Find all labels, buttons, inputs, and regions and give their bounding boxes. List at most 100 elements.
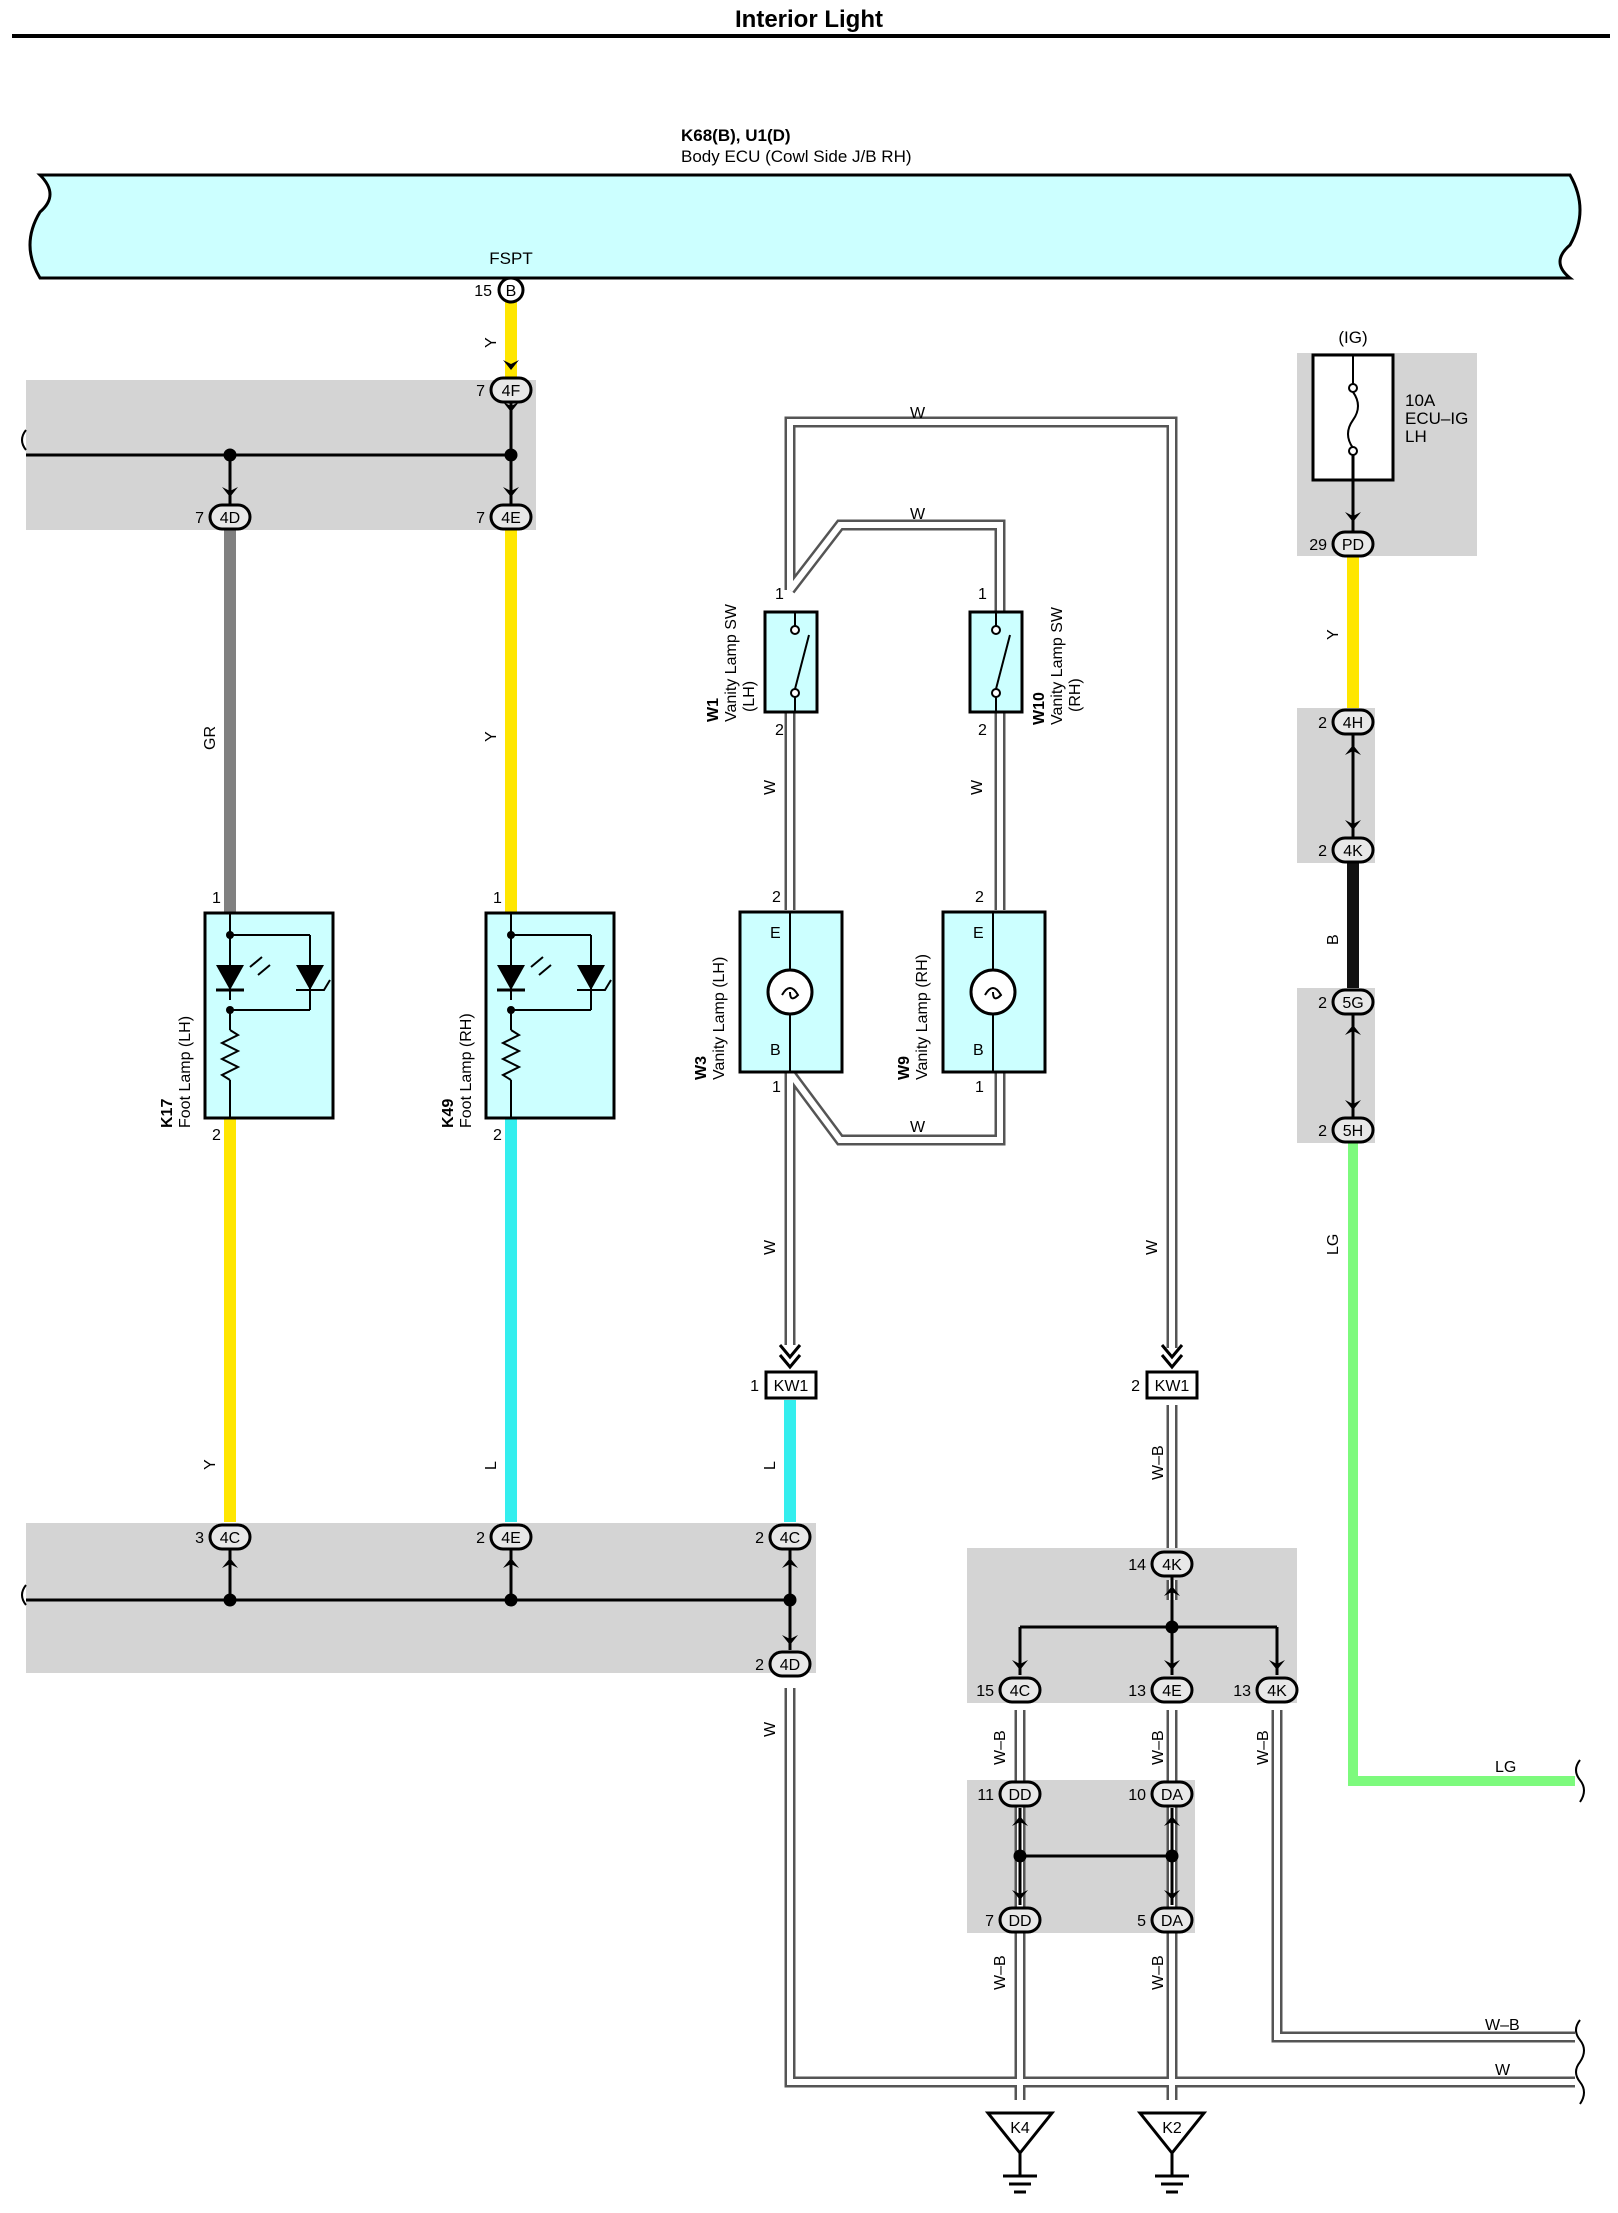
wire-label-y1: Y bbox=[483, 337, 500, 348]
connector-4e-13: 4E 13 bbox=[1128, 1676, 1194, 1704]
wire-label-w7: W bbox=[910, 506, 926, 523]
w10-side: (RH) bbox=[1067, 678, 1084, 712]
wire-label-wb6: W–B bbox=[1150, 1955, 1167, 1990]
connector-kw1-b-id: KW1 bbox=[1155, 1378, 1190, 1395]
connector-4e-top-id: 4E bbox=[501, 510, 521, 527]
wire-label-gr: GR bbox=[202, 726, 219, 750]
w10-pin1: 1 bbox=[978, 586, 987, 603]
connector-4e-13-id: 4E bbox=[1162, 1683, 1182, 1700]
w10-vanity-lamp-sw-rh: 1 2 W10 Vanity Lamp SW (RH) bbox=[968, 586, 1084, 739]
fuse-name1: ECU–IG bbox=[1405, 409, 1468, 428]
w1-side: (LH) bbox=[741, 681, 758, 712]
connector-da-10-pin: 10 bbox=[1128, 1787, 1146, 1804]
w9-code: W9 bbox=[896, 1056, 913, 1080]
connector-4d-b-id: 4D bbox=[780, 1657, 800, 1674]
k17-foot-lamp-lh: K17 Foot Lamp (LH) 1 2 bbox=[159, 890, 335, 1144]
wire-label-w4: W bbox=[1144, 1239, 1161, 1255]
w1-name: Vanity Lamp SW bbox=[723, 603, 740, 722]
w10-code: W10 bbox=[1031, 692, 1048, 725]
wires bbox=[21, 300, 1585, 2105]
connector-4d-top: 4D 7 bbox=[195, 503, 252, 531]
w9-vanity-lamp-rh: E B 2 1 W9 Vanity Lamp (RH) bbox=[896, 889, 1047, 1096]
w9-term-e: E bbox=[973, 925, 984, 942]
wire-label-y3: Y bbox=[202, 1459, 219, 1470]
w3-term-b: B bbox=[770, 1042, 781, 1059]
connector-da-10-id: DA bbox=[1161, 1787, 1184, 1804]
connector-4c-a: 4C 3 bbox=[195, 1523, 252, 1551]
connector-4k-13: 4K 13 bbox=[1233, 1676, 1299, 1704]
kw1-double-arrows bbox=[778, 1344, 1184, 1370]
connector-4k-14: 4K 14 bbox=[1128, 1550, 1194, 1578]
k49-pin2: 2 bbox=[493, 1127, 502, 1144]
k49-foot-lamp-rh: K49 Foot Lamp (RH) 1 2 bbox=[440, 890, 616, 1144]
k17-name: Foot Lamp (LH) bbox=[177, 1016, 194, 1128]
connector-5h: 5H 2 bbox=[1318, 1116, 1375, 1144]
junction-buses bbox=[26, 402, 1355, 1905]
w1-code: W1 bbox=[705, 698, 722, 722]
ground-k4: K4 bbox=[984, 2111, 1056, 2194]
wire-label-w9: W bbox=[1495, 2062, 1511, 2079]
k49-name: Foot Lamp (RH) bbox=[458, 1013, 475, 1128]
arrow-markers bbox=[222, 360, 1361, 1900]
connector-da-5-id: DA bbox=[1161, 1913, 1184, 1930]
page-title: Interior Light bbox=[735, 6, 883, 33]
wire-label-wb7: W–B bbox=[1485, 2017, 1520, 2034]
wire-label-wb1: W–B bbox=[1150, 1445, 1167, 1480]
connector-5h-pin: 2 bbox=[1318, 1123, 1327, 1140]
w3-code: W3 bbox=[693, 1056, 710, 1080]
connector-4k-13-pin: 13 bbox=[1233, 1683, 1251, 1700]
connector-4e-b: 4E 2 bbox=[476, 1523, 533, 1551]
connector-4h-id: 4H bbox=[1343, 715, 1363, 732]
wire-label-w1: W bbox=[762, 779, 779, 795]
connector-4c-15-id: 4C bbox=[1010, 1683, 1030, 1700]
connector-4c-b: 4C 2 bbox=[755, 1523, 812, 1551]
w9-pin1: 1 bbox=[975, 1079, 984, 1096]
body-ecu-name: Body ECU (Cowl Side J/B RH) bbox=[681, 147, 912, 166]
connector-dd-11-id: DD bbox=[1008, 1787, 1031, 1804]
connector-5h-id: 5H bbox=[1343, 1123, 1363, 1140]
connector-da-5: DA 5 bbox=[1137, 1906, 1194, 1934]
connector-ecu-b-pin: 15 bbox=[474, 283, 492, 300]
connector-pd-pin: 29 bbox=[1309, 537, 1327, 554]
connector-4c-a-pin: 3 bbox=[195, 1530, 204, 1547]
connector-dd-11: DD 11 bbox=[977, 1780, 1042, 1808]
w1-vanity-lamp-sw-lh: 1 2 W1 Vanity Lamp SW (LH) bbox=[705, 586, 819, 739]
wire-label-wb5: W–B bbox=[992, 1955, 1009, 1990]
connector-4h-pin: 2 bbox=[1318, 715, 1327, 732]
wire-label-y2: Y bbox=[483, 731, 500, 742]
w10-name: Vanity Lamp SW bbox=[1049, 606, 1066, 725]
wire-labels: Y GR Y Y L L W W W W W W W W W Y B LG LG… bbox=[202, 337, 1520, 2079]
connector-dd-7: DD 7 bbox=[985, 1906, 1042, 1934]
wire-label-wb2: W–B bbox=[992, 1730, 1009, 1765]
connector-4d-top-pin: 7 bbox=[195, 510, 204, 527]
wire-label-lg1: LG bbox=[1325, 1234, 1342, 1255]
connector-4c-15-pin: 15 bbox=[976, 1683, 994, 1700]
ground-k2: K2 bbox=[1136, 2111, 1208, 2194]
connector-4k-mid-id: 4K bbox=[1343, 843, 1363, 860]
ground-k2-label: K2 bbox=[1162, 2120, 1182, 2137]
connector-4e-13-pin: 13 bbox=[1128, 1683, 1146, 1700]
w1-pin2: 2 bbox=[775, 722, 784, 739]
connector-4e-b-pin: 2 bbox=[476, 1530, 485, 1547]
connector-4c-a-id: 4C bbox=[220, 1530, 240, 1547]
connector-dd-7-id: DD bbox=[1008, 1913, 1031, 1930]
connector-4f-pin: 7 bbox=[476, 383, 485, 400]
wire-label-wb3: W–B bbox=[1150, 1730, 1167, 1765]
connector-4k-mid-pin: 2 bbox=[1318, 843, 1327, 860]
wire-label-b: B bbox=[1325, 934, 1342, 945]
connector-pd: PD 29 bbox=[1309, 530, 1375, 558]
k17-pin2: 2 bbox=[212, 1127, 221, 1144]
wire-label-w6: W bbox=[910, 405, 926, 422]
connector-4e-top-pin: 7 bbox=[476, 510, 485, 527]
w3-name: Vanity Lamp (LH) bbox=[711, 957, 728, 1080]
wire-label-w8: W bbox=[910, 1119, 926, 1136]
w3-pin1: 1 bbox=[772, 1079, 781, 1096]
fuse-group: (IG) bbox=[1338, 328, 1367, 347]
w3-term-e: E bbox=[770, 925, 781, 942]
w1-pin1: 1 bbox=[775, 586, 784, 603]
connector-da-10: DA 10 bbox=[1128, 1780, 1194, 1808]
connector-4k-13-id: 4K bbox=[1267, 1683, 1287, 1700]
body-ecu: K68(B), U1(D) Body ECU (Cowl Side J/B RH… bbox=[28, 126, 1582, 280]
connector-4d-b: 4D 2 bbox=[755, 1650, 812, 1678]
